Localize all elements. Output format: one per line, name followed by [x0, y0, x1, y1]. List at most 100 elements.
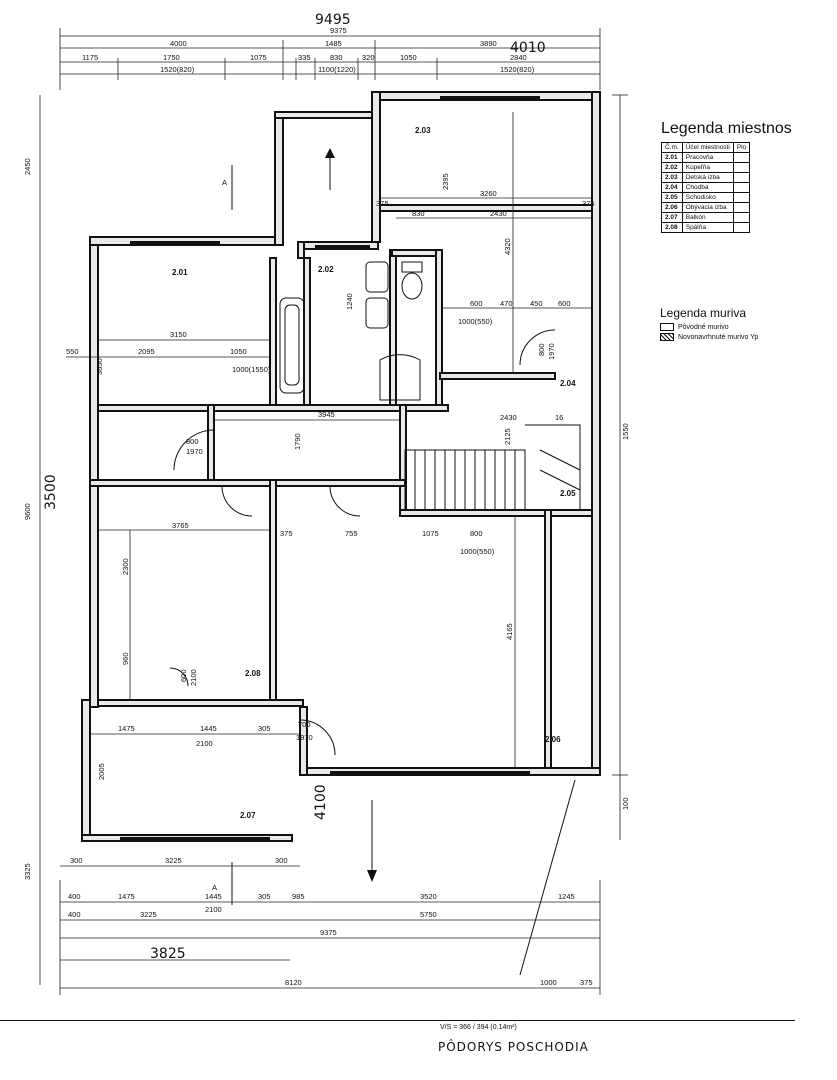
dim-r204-door-h: 1970 — [547, 343, 556, 360]
legend-row-num: 2.03 — [661, 172, 683, 183]
dim-bot-1245: 1245 — [558, 892, 575, 901]
dim-top-2840: 2840 — [510, 53, 527, 62]
new-wall-swatch — [660, 333, 674, 341]
room-2-02: 2.02 — [318, 265, 334, 274]
original-wall-label: Pôvodné murivo — [678, 323, 729, 331]
legend-row-area — [732, 162, 751, 173]
dim-r207-305: 305 — [258, 724, 271, 733]
dim-bot-3225: 3225 — [165, 856, 182, 865]
dim-r204-window: 1000(550) — [458, 317, 493, 326]
dim-top-window1: 1520(820) — [160, 65, 195, 74]
dim-r208-375: 375 — [280, 529, 293, 538]
dim-overall-top: 9375 — [330, 26, 347, 35]
legend-row-num: 2.02 — [661, 162, 683, 173]
legend-row-name: Schodisko — [681, 192, 734, 203]
dim-r207-1475: 1475 — [118, 724, 135, 733]
dim-r204-450: 450 — [530, 299, 543, 308]
legend-row-name: Spálňa — [681, 222, 734, 233]
dim-top-1175: 1175 — [82, 53, 98, 62]
staircase — [404, 424, 581, 511]
legend-header-area: Plo — [732, 142, 751, 153]
dim-hall-2125: 2125 — [503, 428, 512, 445]
wall-legend-title: Legenda muriva — [660, 306, 747, 320]
room-legend: Legenda miestnos Č.m. Účel miestnosti Pl… — [655, 120, 837, 233]
dim-r207-2005: 2005 — [97, 763, 106, 780]
legend-row-num: 2.06 — [661, 202, 683, 213]
dim-bot-400: 400 — [68, 892, 81, 901]
dim-top-c: 3890 — [480, 39, 497, 48]
dim-hall-door-h: 1970 — [186, 447, 203, 456]
legend-row-area — [732, 182, 751, 193]
dim-r202-1240: 1240 — [345, 293, 354, 310]
dim-top-a: 4000 — [170, 39, 187, 48]
dim-bot-375: 375 — [580, 978, 593, 987]
dim-r204-600: 600 — [470, 299, 483, 308]
dim-r207-1445: 1445 — [200, 724, 217, 733]
dim-r204-470: 470 — [500, 299, 513, 308]
legend-row-name: Pracovňa — [681, 152, 734, 163]
dim-r207-door-w: 700 — [298, 720, 311, 729]
dim-r208-3765: 3765 — [172, 521, 189, 530]
dim-top-1050: 1050 — [400, 53, 417, 62]
dim-right-100: 100 — [621, 797, 630, 810]
legend-row-name: Kúpeľňa — [681, 162, 734, 173]
area-note: V/S = 366 / 394 (0.14m²) — [440, 1024, 517, 1031]
dim-top-830: 830 — [330, 53, 343, 62]
room-2-03: 2.03 — [415, 126, 431, 135]
legend-row-area — [732, 212, 751, 223]
legend-row-num: 2.08 — [661, 222, 683, 233]
dim-r204-door-w: 800 — [537, 343, 546, 356]
legend-row-name: Detská izba — [681, 172, 734, 183]
dim-top-b: 1485 — [325, 39, 342, 48]
windows — [120, 96, 540, 840]
dim-bot-3520: 3520 — [420, 892, 437, 901]
legend-row-name: Balkón — [681, 212, 734, 223]
dim-r203-2430: 2430 — [490, 209, 507, 218]
dim-r201-window: 1000(1550) — [232, 365, 271, 374]
dim-bot-overall: 9375 — [320, 928, 337, 937]
dim-left-3325: 3325 — [23, 863, 32, 880]
dim-top-335: 335 — [298, 53, 311, 62]
legend-original-wall: Pôvodné murivo — [660, 322, 837, 332]
dim-bot-8120: 8120 — [285, 978, 302, 987]
legend-new-wall: Novonavrhnuté murivo Yp — [660, 332, 837, 342]
dim-hall-door-w: 800 — [186, 437, 199, 446]
bathroom-fixtures — [279, 261, 423, 401]
legend-row-area — [732, 152, 751, 163]
dim-r204-2430: 2430 — [500, 413, 517, 422]
dim-right-1550: 1550 — [621, 423, 630, 440]
dim-bot-300b: 300 — [275, 856, 288, 865]
top-dimension-chain: 9375 4000 1485 3890 1175 1750 1075 335 8… — [59, 12, 601, 90]
dim-r203-4320: 4320 — [503, 238, 512, 255]
dim-bot-1000: 1000 — [540, 978, 557, 987]
original-wall-swatch — [660, 323, 674, 331]
handwritten-top-right: 4010 — [510, 40, 546, 56]
legend-row-area — [732, 192, 751, 203]
dim-top-window3: 1520(820) — [500, 65, 535, 74]
annotations: A A — [212, 148, 377, 905]
legend-row-num: 2.05 — [661, 192, 683, 203]
dim-r206-window: 1000(550) — [460, 547, 495, 556]
dim-r208-2300: 2300 — [121, 558, 130, 575]
legend-header-num: Č.m. — [661, 142, 683, 153]
dim-bot-1475: 1475 — [118, 892, 135, 901]
legend-row-name: Obývacia izba — [681, 202, 734, 213]
legend-row-num: 2.04 — [661, 182, 683, 193]
dim-r206-800: 800 — [470, 529, 483, 538]
dim-r206-1075: 1075 — [422, 529, 439, 538]
new-wall-label: Novonavrhnuté murivo Yp — [678, 333, 759, 341]
legend-row-num: 2.07 — [661, 212, 683, 223]
dim-r204-16: 16 — [555, 413, 563, 422]
dim-r201-depth: 3650 — [95, 358, 104, 375]
bottom-dimension-chain: 300 3225 300 400 1475 1445 305 985 3520 … — [59, 779, 601, 995]
handwritten-balcony: 4100 — [313, 784, 329, 820]
dim-bot-3225b: 3225 — [140, 910, 157, 919]
dim-r208-door-h: 2100 — [189, 669, 198, 686]
dim-hall-3945: 3945 — [318, 410, 335, 419]
